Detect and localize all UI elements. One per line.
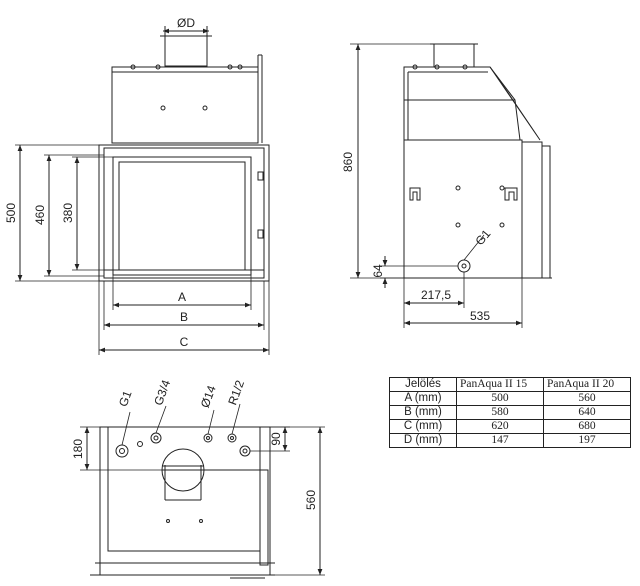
table-header-cell: PanAqua II 20 bbox=[543, 377, 631, 392]
glass-door bbox=[112, 156, 252, 276]
top-view bbox=[80, 403, 325, 579]
table-row: B (mm) 580 640 bbox=[389, 405, 631, 420]
table-cell: 640 bbox=[543, 405, 631, 420]
offset-180-label: 180 bbox=[71, 439, 85, 459]
heat-exchanger-box bbox=[111, 66, 259, 144]
table-row: A (mm) 500 560 bbox=[389, 391, 631, 406]
port-o14 bbox=[203, 433, 213, 443]
table-cell: 680 bbox=[543, 419, 631, 434]
top-body bbox=[99, 426, 271, 564]
port-g1 bbox=[115, 444, 129, 458]
height-64-label: 64 bbox=[371, 264, 385, 278]
table-cell: A (mm) bbox=[389, 391, 457, 406]
table-cell: B (mm) bbox=[389, 405, 457, 420]
firebox-outer bbox=[98, 144, 270, 282]
side-view bbox=[350, 43, 552, 328]
width-b-label: B bbox=[180, 310, 188, 324]
side-hood bbox=[403, 66, 521, 141]
table-header-cell: PanAqua II 15 bbox=[456, 377, 544, 392]
port-label-g1: G1 bbox=[116, 388, 135, 408]
side-body bbox=[403, 139, 523, 279]
height-380-label: 380 bbox=[61, 203, 75, 223]
flue-collar bbox=[164, 35, 208, 67]
table-cell: C (mm) bbox=[389, 419, 457, 434]
port-label-r12: R1/2 bbox=[225, 378, 247, 407]
table-header-cell: Jelölés bbox=[389, 377, 457, 392]
table-row: D (mm) 147 197 bbox=[389, 433, 631, 448]
height-460-label: 460 bbox=[33, 205, 47, 225]
table-cell: D (mm) bbox=[389, 433, 457, 448]
table-cell: 580 bbox=[456, 405, 544, 420]
port-r12 bbox=[227, 433, 237, 443]
width-a-label: A bbox=[178, 290, 186, 304]
offset-217-label: 217,5 bbox=[421, 288, 451, 302]
table-cell: 197 bbox=[543, 433, 631, 448]
dimensions-table: Jelölés PanAqua II 15 PanAqua II 20 A (m… bbox=[389, 377, 631, 448]
port-label-g34: G3/4 bbox=[151, 378, 173, 408]
depth-560-label: 560 bbox=[304, 490, 318, 510]
table-cell: 620 bbox=[456, 419, 544, 434]
table-cell: 147 bbox=[456, 433, 544, 448]
height-500-label: 500 bbox=[4, 203, 18, 223]
height-860-label: 860 bbox=[341, 152, 355, 172]
depth-535-label: 535 bbox=[470, 309, 490, 323]
port-g34 bbox=[150, 432, 162, 444]
table-row: C (mm) 620 680 bbox=[389, 419, 631, 434]
width-c-label: C bbox=[180, 335, 189, 349]
od-label: ØD bbox=[177, 16, 195, 30]
port-label-o14: Ø14 bbox=[198, 383, 219, 409]
table-cell: 500 bbox=[456, 391, 544, 406]
side-g1-label: G1 bbox=[472, 227, 493, 249]
offset-90-label: 90 bbox=[269, 432, 283, 446]
table-header-row: Jelölés PanAqua II 15 PanAqua II 20 bbox=[389, 377, 631, 392]
side-flue-collar bbox=[433, 43, 475, 68]
table-cell: 560 bbox=[543, 391, 631, 406]
front-view bbox=[15, 26, 270, 355]
side-g1-connection bbox=[457, 259, 471, 273]
